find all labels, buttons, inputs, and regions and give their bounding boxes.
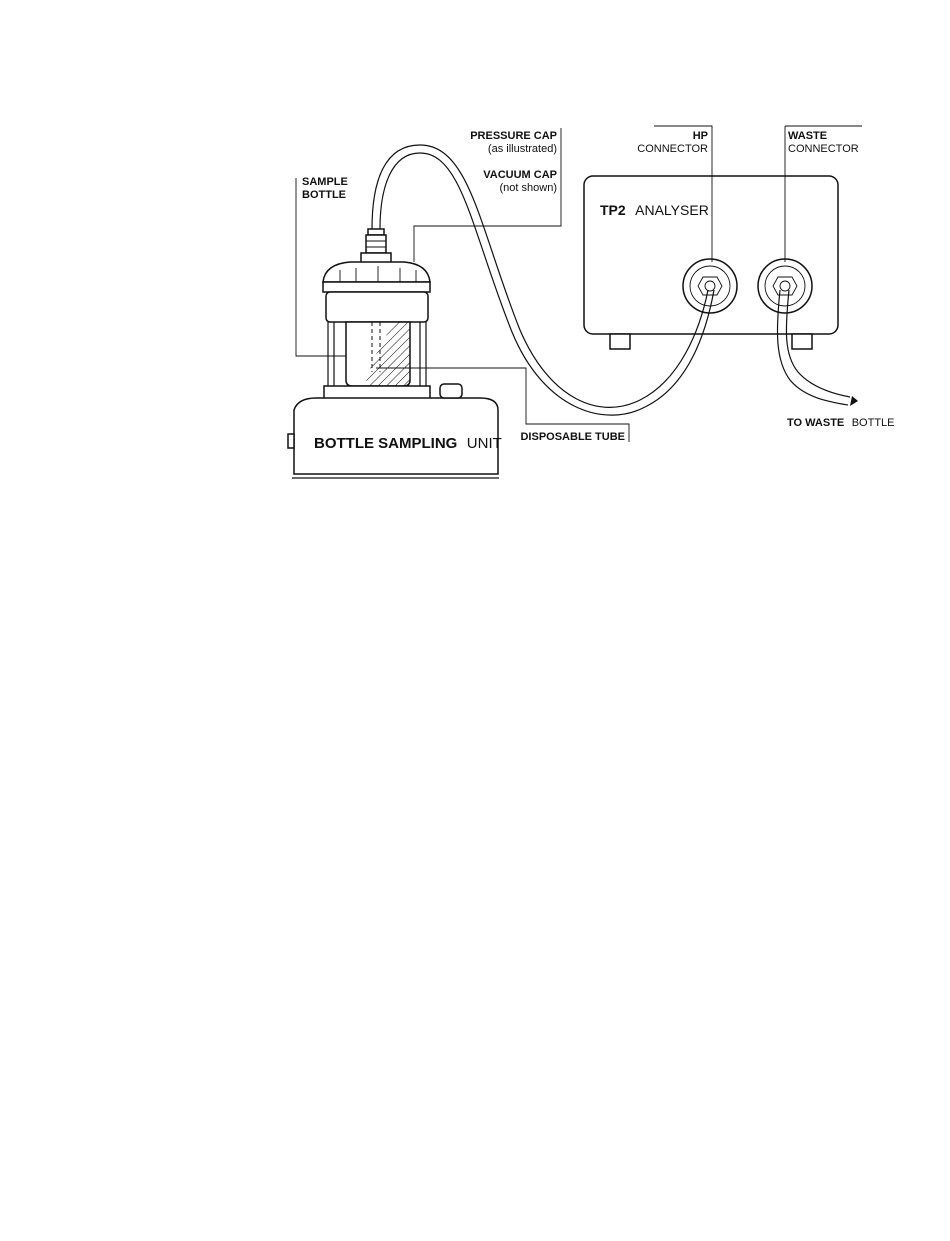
to-waste-label: TO WASTE — [787, 417, 844, 429]
analyser-name-bold: TP2 — [600, 202, 626, 218]
sampling-unit-name-rest: UNIT — [467, 435, 502, 452]
disposable-tube-label: DISPOSABLE TUBE — [520, 431, 625, 443]
vacuum-cap-note: (not shown) — [500, 182, 557, 194]
waste-arrow-icon — [850, 396, 858, 406]
tp2-analyser: TP2 ANALYSER — [584, 176, 838, 349]
analyser-foot-left — [610, 334, 630, 349]
waste-connector-label: CONNECTOR — [788, 143, 859, 155]
to-waste-bottle-label: TO WASTE BOTTLE — [787, 413, 895, 430]
hp-label: HP — [693, 130, 708, 142]
waste-connector[interactable] — [758, 259, 812, 313]
sample-bottle-label-line2: BOTTLE — [302, 189, 346, 201]
sampling-unit-label: BOTTLE SAMPLING UNIT — [314, 435, 502, 452]
sample-bottle-label-line1: SAMPLE — [302, 176, 348, 188]
hp-connector[interactable] — [683, 259, 737, 313]
unit-knob[interactable] — [440, 384, 462, 398]
pressure-cap-label: PRESSURE CAP — [470, 130, 557, 142]
bottle-sampling-unit: BOTTLE SAMPLING UNIT — [288, 384, 502, 478]
analyser-label: TP2 ANALYSER — [600, 202, 709, 219]
analyser-name-rest: ANALYSER — [635, 202, 709, 218]
waste-bottle-label: BOTTLE — [852, 417, 895, 429]
waste-label: WASTE — [788, 130, 827, 142]
sampling-unit-name-bold: BOTTLE SAMPLING — [314, 435, 457, 452]
analyser-foot-right — [792, 334, 812, 349]
vacuum-cap-label: VACUUM CAP — [483, 169, 557, 181]
pressure-cap-note: (as illustrated) — [488, 143, 557, 155]
hp-connector-label: CONNECTOR — [637, 143, 708, 155]
